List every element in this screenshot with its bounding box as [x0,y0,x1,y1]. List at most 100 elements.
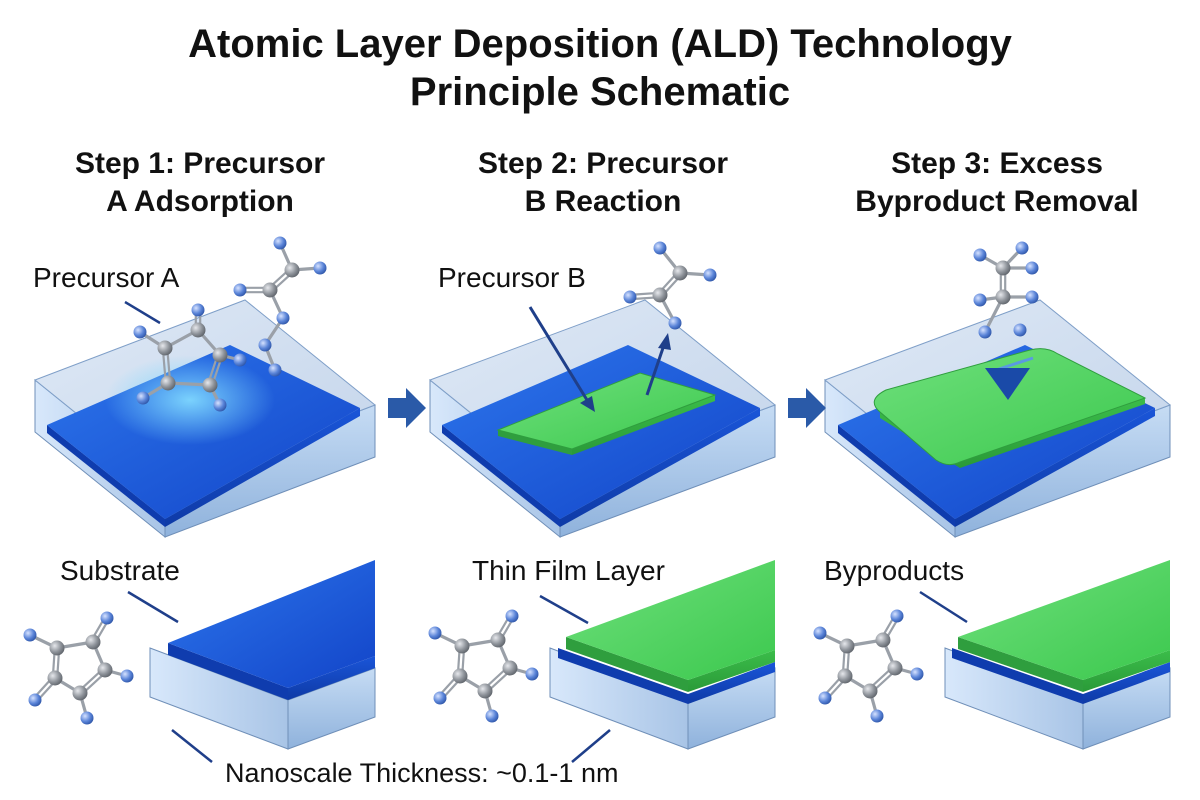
hydrogen-atom [428,626,442,640]
hydrogen-atom [813,626,827,640]
carbon-atom [862,683,878,699]
hydrogen-atom [120,669,134,683]
carbon-atom [502,660,518,676]
carbon-atom [160,375,176,391]
hydrogen-atom [213,398,227,412]
byproducts-label: Byproducts [824,555,965,586]
hydrogen-atom [653,241,667,255]
thin-film-leader-line [539,594,589,625]
process-arrow-1-to-2 [388,388,426,428]
byproduct-arrow-up [645,333,671,396]
hydrogen-atom [973,293,987,307]
step-1-adsorbed-layer [47,345,360,527]
carbon-atom [452,668,468,684]
precursor-a-leader-line [124,300,161,325]
hydrogen-atom [890,609,904,623]
hydrogen-atom [233,353,247,367]
carbon-atom [202,377,218,393]
hydrogen-atom [668,316,682,330]
step-1-title-line-2: A Adsorption [106,185,294,218]
substrate-closeup [149,560,376,750]
thickness-leader-line-right [571,729,611,763]
carbon-atom [190,322,206,338]
thin-film-layer-label: Thin Film Layer [472,555,665,586]
hydrogen-atom [23,628,37,642]
hydrogen-atom [191,303,205,317]
step-3-triangle-arrow [985,356,1034,400]
step-3-title-line-2: Byproduct Removal [855,185,1139,218]
carbon-atom [454,638,470,654]
hydrogen-atom [258,338,272,352]
thickness-label: Nanoscale Thickness: ~0.1-1 nm [225,758,619,788]
carbon-atom [652,287,668,303]
step-1-title-line-1: Step 1: Precursor [74,147,326,180]
carbon-atom [887,660,903,676]
hydrogen-atom [80,711,94,725]
substrate-side-molecule [23,611,134,725]
carbon-atom [284,262,300,278]
carbon-atom [97,662,113,678]
precursor-a-molecule [133,303,247,412]
carbon-atom [262,282,278,298]
carbon-atom [995,289,1011,305]
carbon-atom [837,668,853,684]
thin-film-side-molecule [428,609,539,723]
hydrogen-atom [978,325,992,339]
hydrogen-atom [1015,241,1029,255]
hydrogen-atom [525,667,539,681]
hydrogen-atom [276,311,290,325]
substrate-label: Substrate [60,555,180,586]
hydrogen-atom [623,290,637,304]
hydrogen-atom [1025,290,1039,304]
step-2-title-line-2: B Reaction [524,185,682,218]
diagram-title-line-2: Principle Schematic [409,70,791,114]
precursor-b-molecule [623,241,717,330]
precursor-b-arrow-down [528,306,595,412]
hydrogen-atom [136,391,150,405]
hydrogen-atom [1013,323,1027,337]
hydrogen-atom [313,261,327,275]
hydrogen-atom [433,691,447,705]
step-2-thin-film-patch [496,372,717,455]
hydrogen-atom [973,248,987,262]
step-3-title-line-1: Step 3: Excess [891,147,1103,180]
diagram-title-line-1: Atomic Layer Deposition (ALD) Technology [188,22,1012,66]
process-arrow-2-to-3 [788,388,826,428]
byproducts-leader-line [919,590,968,624]
carbon-atom [49,640,65,656]
hydrogen-atom [100,611,114,625]
carbon-atom [995,260,1011,276]
thickness-leader-line-left [171,729,213,763]
carbon-atom [839,638,855,654]
byproducts-side-molecule [813,609,924,723]
carbon-atom [47,670,63,686]
byproducts-closeup [944,560,1171,750]
substrate-leader-line [127,590,179,624]
hydrogen-atom [703,268,717,282]
hydrogen-atom [910,667,924,681]
carbon-atom [672,265,688,281]
carbon-atom [85,634,101,650]
hydrogen-atom [818,691,832,705]
carbon-atom [875,632,891,648]
hydrogen-atom [233,283,247,297]
carbon-atom [72,685,88,701]
thin-film-closeup [549,560,776,750]
hydrogen-atom [485,709,499,723]
hydrogen-atom [505,609,519,623]
precursor-a-floating-molecule [233,236,327,377]
hydrogen-atom [133,325,147,339]
hydrogen-atom [1025,261,1039,275]
hydrogen-atom [870,709,884,723]
hydrogen-atom [273,236,287,250]
carbon-atom [157,340,173,356]
precursor-a-label: Precursor A [33,262,180,293]
hydrogen-atom [28,693,42,707]
carbon-atom [477,683,493,699]
step-2-title-line-1: Step 2: Precursor [477,147,729,180]
step-3-thin-film [873,348,1147,468]
carbon-atom [490,632,506,648]
carbon-atom [212,347,228,363]
hydrogen-atom [268,363,282,377]
